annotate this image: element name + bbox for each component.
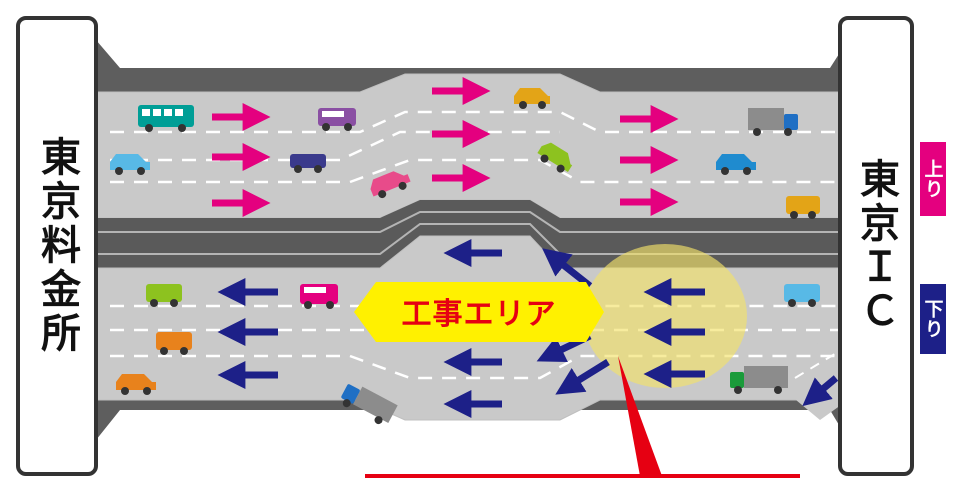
car-icon xyxy=(146,284,182,307)
work-area-sign xyxy=(354,282,604,342)
truck-icon xyxy=(341,384,398,425)
work-zone-highlight xyxy=(583,244,747,388)
car-icon xyxy=(716,154,756,175)
right-station-box: 東京ＩＣ xyxy=(838,16,914,476)
car-icon xyxy=(370,171,411,199)
vehicles-up xyxy=(110,88,820,219)
car-icon xyxy=(110,154,150,175)
bus-icon xyxy=(138,105,194,132)
direction-up-tag: 上り xyxy=(918,140,948,218)
truck-icon xyxy=(730,366,788,394)
down-arrows xyxy=(217,239,839,418)
work-area-label: 工事エリア xyxy=(401,297,557,332)
car-icon xyxy=(514,88,550,109)
car-icon xyxy=(156,332,192,355)
car-icon xyxy=(116,374,156,395)
road-shoulders xyxy=(96,40,848,440)
right-station-label: 東京ＩＣ xyxy=(853,158,899,334)
vehicles-down xyxy=(116,284,820,425)
car-icon xyxy=(537,142,573,173)
left-station-label: 東京料金所 xyxy=(34,136,80,356)
truck-icon xyxy=(748,108,798,136)
van-icon xyxy=(300,284,338,309)
car-icon xyxy=(786,196,820,219)
van-icon xyxy=(318,108,356,131)
up-lane-markings xyxy=(110,110,848,184)
left-station-box: 東京料金所 xyxy=(16,16,98,476)
up-carriageway xyxy=(95,73,849,219)
car-icon xyxy=(784,284,820,307)
car-icon xyxy=(290,154,326,173)
pointer-callout xyxy=(365,356,800,478)
direction-down-tag: 下り xyxy=(918,282,948,356)
up-arrows xyxy=(212,77,679,217)
